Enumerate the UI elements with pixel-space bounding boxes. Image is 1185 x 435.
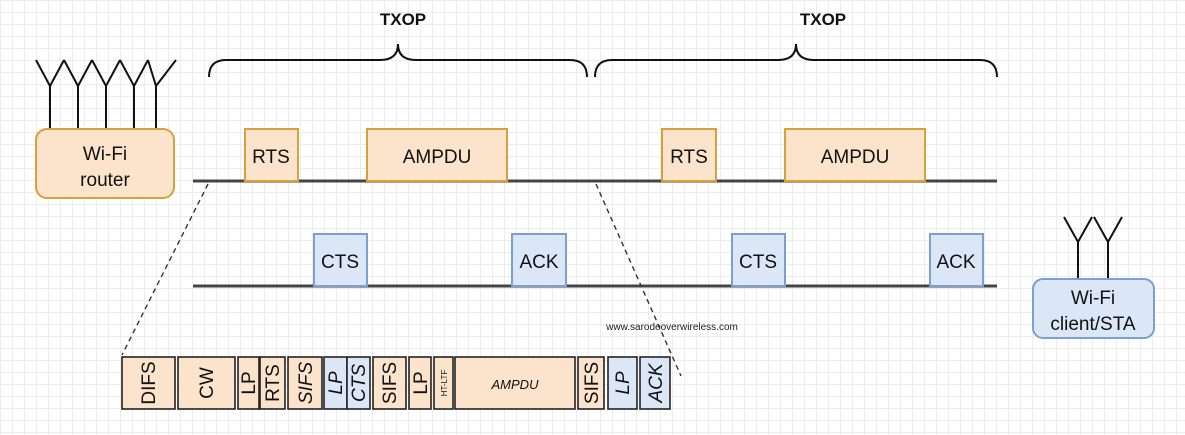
detail-seg-cw: CW bbox=[177, 356, 236, 410]
ampdu-frame-1: AMPDU bbox=[366, 128, 508, 182]
detail-seg-difs-label: DIFS bbox=[139, 361, 160, 404]
router-label-line1: Wi-Fi bbox=[83, 144, 127, 165]
detail-seg-difs: DIFS bbox=[121, 356, 176, 410]
txop-label-2: TXOP bbox=[800, 10, 846, 29]
detail-seg-sifs-2-label: SIFS bbox=[380, 362, 401, 404]
detail-seg-lp-1: LP bbox=[237, 356, 260, 410]
cts-frame-2: CTS bbox=[731, 233, 786, 287]
cts-frame-1: CTS bbox=[313, 233, 368, 287]
detail-seg-rts: RTS bbox=[259, 356, 286, 410]
detail-seg-ack-label: ACK bbox=[646, 362, 667, 403]
zoom-line-right bbox=[595, 183, 682, 377]
cts-frame-1-label: CTS bbox=[321, 252, 359, 273]
detail-strip: DIFS CW LP RTS SIFS LP CTS bbox=[121, 356, 671, 410]
detail-seg-ampdu: AMPDU bbox=[454, 356, 576, 410]
detail-seg-sifs-3: SIFS bbox=[577, 356, 605, 410]
detail-seg-sifs-1-label: SIFS bbox=[296, 362, 317, 405]
ampdu-frame-2: AMPDU bbox=[784, 128, 926, 182]
detail-seg-rts-label: RTS bbox=[263, 364, 284, 402]
ampdu-frame-1-label: AMPDU bbox=[403, 147, 472, 168]
router-node: Wi-Fi router bbox=[35, 128, 175, 199]
detail-seg-ampdu-label: AMPDU bbox=[491, 377, 540, 392]
ampdu-frame-2-label: AMPDU bbox=[821, 147, 890, 168]
detail-seg-lp-1-label: LP bbox=[239, 371, 260, 394]
router-antenna-icon bbox=[35, 59, 177, 130]
client-label-line1: Wi-Fi bbox=[1071, 288, 1115, 309]
detail-seg-lp-4-label: LP bbox=[613, 371, 634, 395]
txop-label-1: TXOP bbox=[380, 10, 426, 29]
detail-seg-lp-3-label: LP bbox=[411, 371, 432, 394]
rts-frame-2-label: RTS bbox=[670, 147, 708, 168]
cts-frame-2-label: CTS bbox=[739, 252, 777, 273]
rts-frame-1: RTS bbox=[244, 128, 299, 182]
watermark: www.sarodeoverwireless.com bbox=[605, 322, 738, 333]
rts-frame-2: RTS bbox=[661, 128, 717, 182]
detail-seg-ht-ltf-label: HT-LTF bbox=[440, 370, 449, 397]
ack-frame-1-label: ACK bbox=[519, 252, 558, 273]
client-antenna-icon bbox=[1063, 216, 1123, 280]
detail-seg-lp-2-label: LP bbox=[326, 371, 347, 395]
ack-frame-2-label: ACK bbox=[936, 252, 975, 273]
detail-seg-ht-ltf: HT-LTF bbox=[433, 356, 454, 410]
client-node: Wi-Fi client/STA bbox=[1032, 278, 1155, 339]
ack-frame-2: ACK bbox=[929, 233, 984, 287]
detail-seg-cts-label: CTS bbox=[349, 364, 370, 402]
detail-seg-lp-2: LP bbox=[323, 356, 348, 410]
detail-seg-sifs-3-label: SIFS bbox=[582, 362, 603, 404]
detail-seg-lp-3: LP bbox=[408, 356, 432, 410]
detail-seg-sifs-1: SIFS bbox=[287, 356, 323, 410]
client-label-line2: client/STA bbox=[1050, 314, 1136, 335]
zoom-line-left bbox=[121, 183, 209, 356]
detail-seg-lp-4: LP bbox=[607, 356, 638, 410]
detail-seg-cw-label: CW bbox=[197, 367, 218, 399]
txop-brace-2 bbox=[594, 43, 998, 78]
detail-seg-cts: CTS bbox=[346, 356, 371, 410]
rts-frame-1-label: RTS bbox=[252, 147, 290, 168]
ack-frame-1: ACK bbox=[511, 233, 567, 287]
router-label-line2: router bbox=[80, 170, 130, 191]
detail-seg-sifs-2: SIFS bbox=[372, 356, 407, 410]
txop-brace-1 bbox=[208, 43, 588, 78]
detail-seg-ack: ACK bbox=[639, 356, 671, 410]
